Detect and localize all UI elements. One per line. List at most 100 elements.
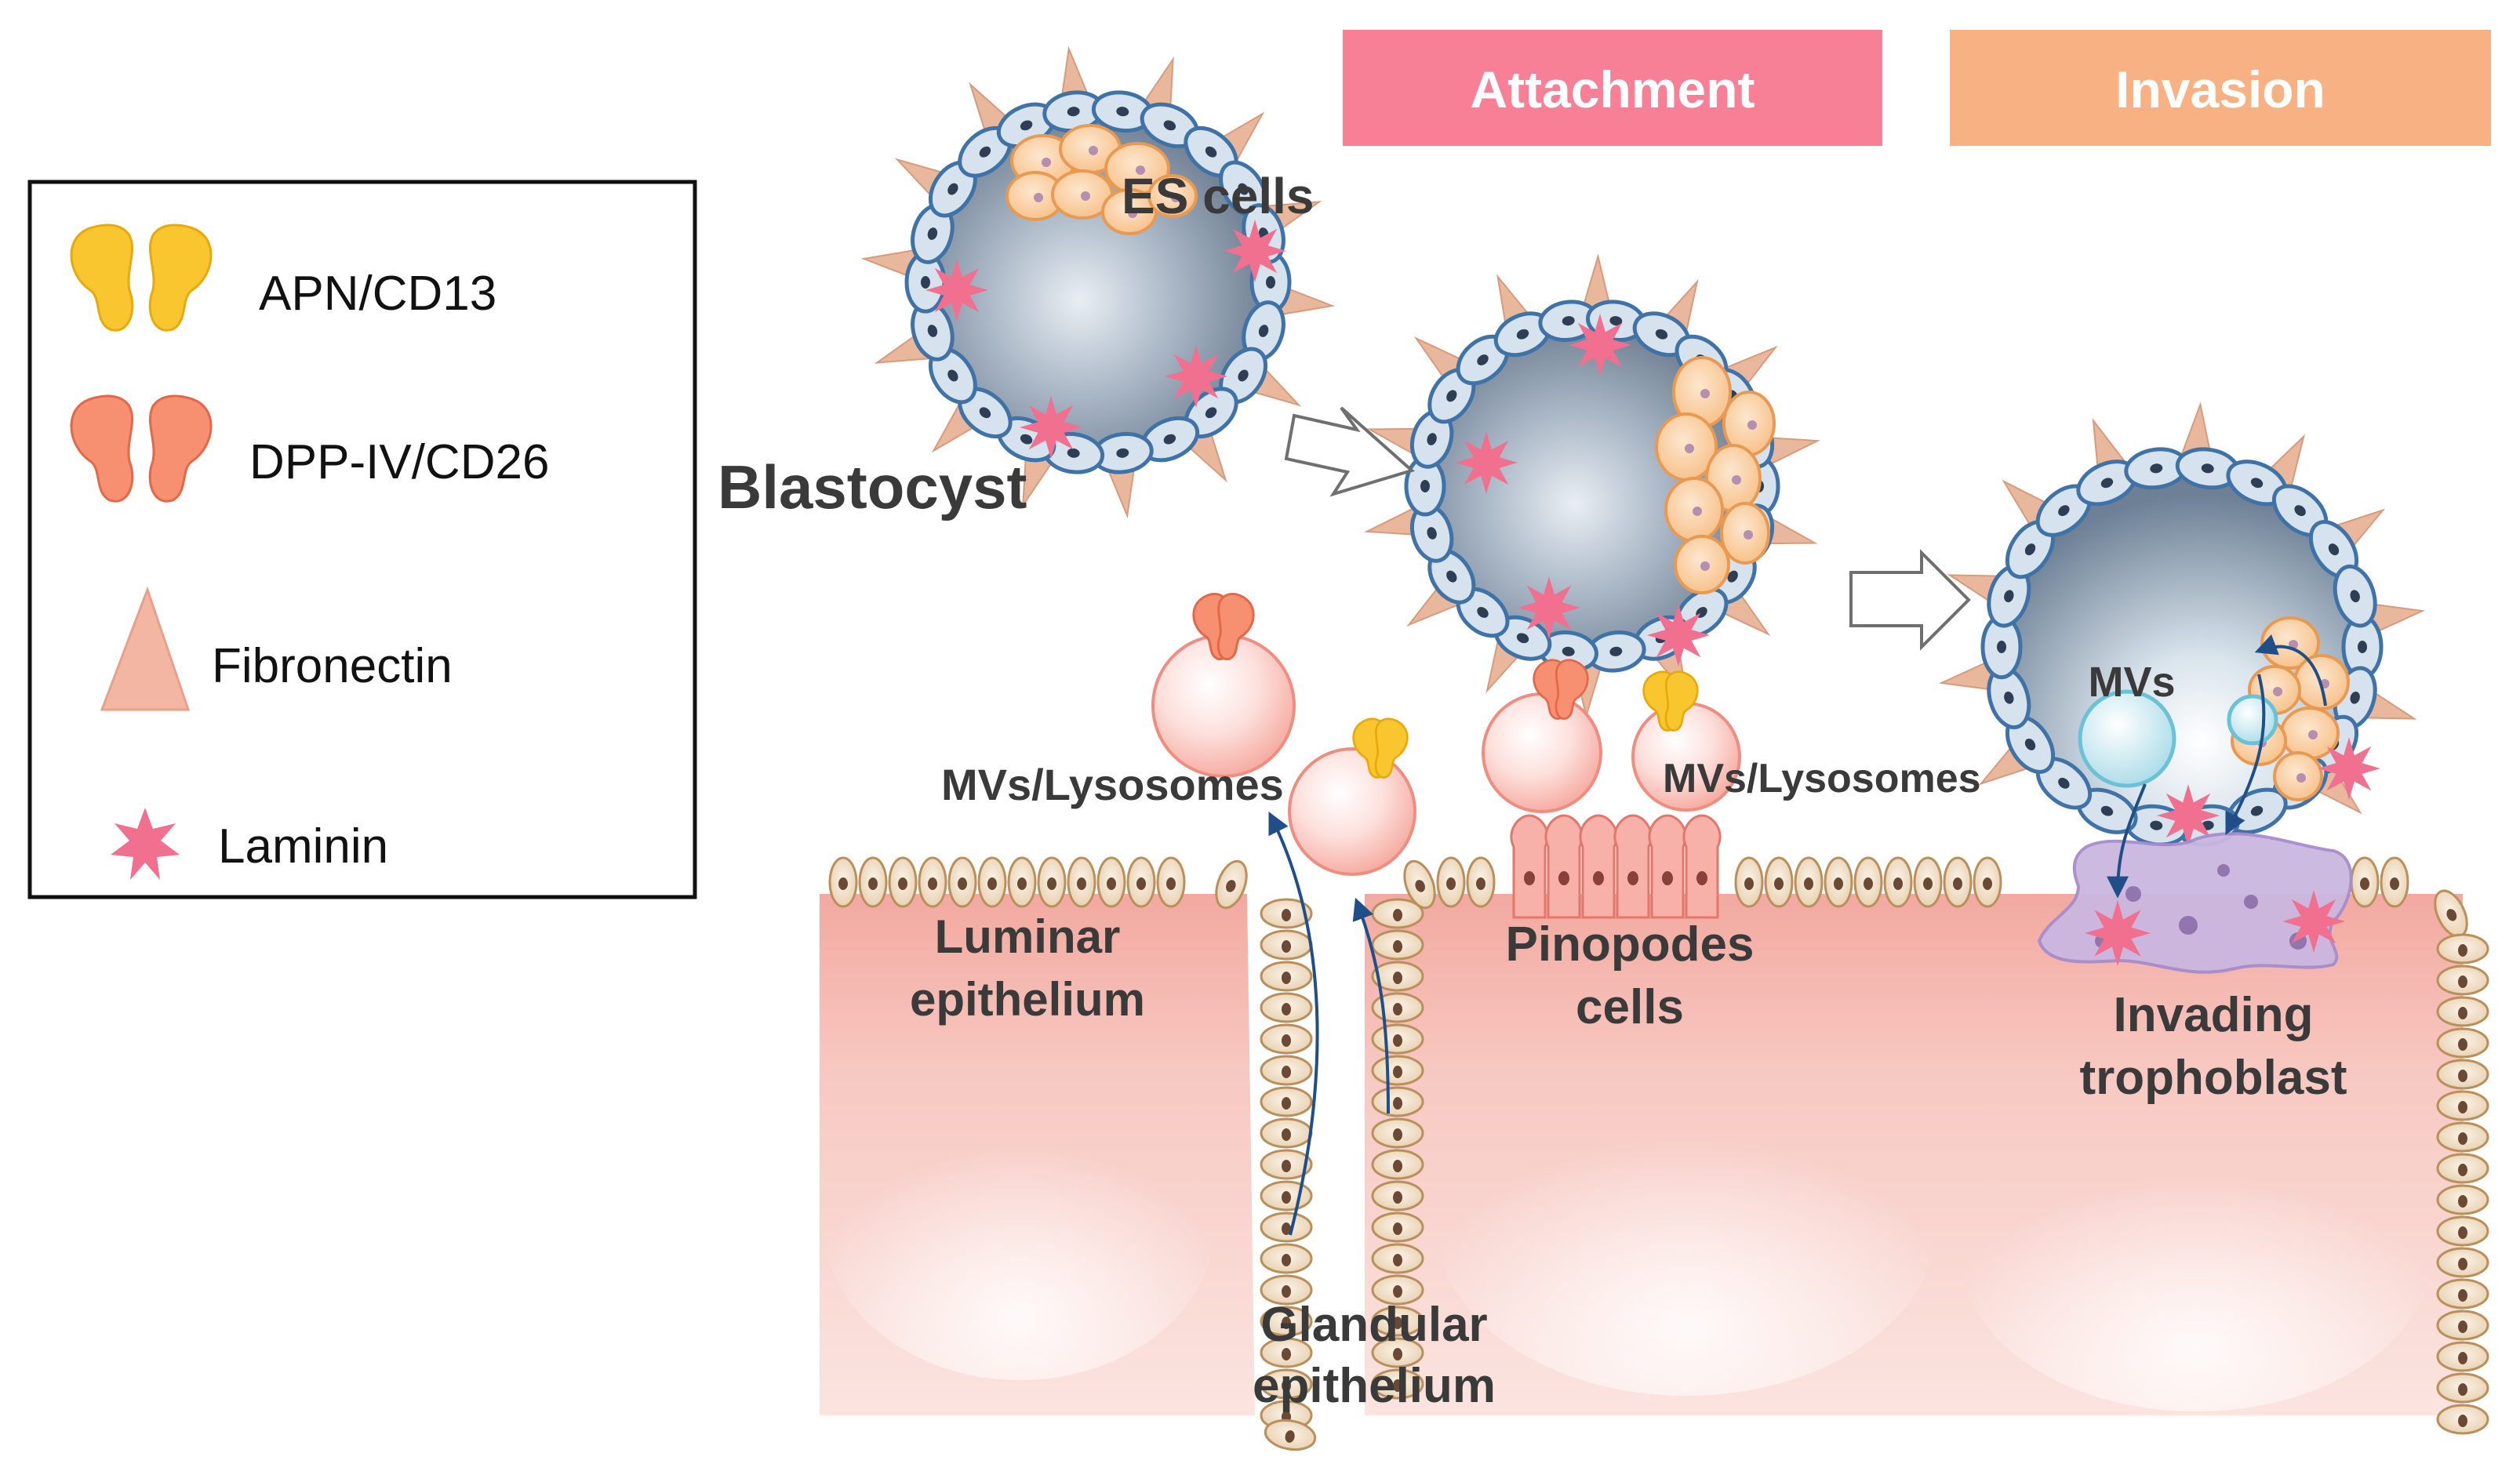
legend-label-apn: APN/CD13 <box>259 267 496 321</box>
epithelial-cell <box>1096 856 1126 908</box>
blastocyst-attaching <box>1363 253 1821 719</box>
laminin-star <box>925 259 988 321</box>
pinopode-cell <box>1682 814 1722 919</box>
legend-label-laminin: Laminin <box>218 819 388 874</box>
epithelial-cell <box>1260 1337 1313 1368</box>
es-cell <box>1147 174 1198 218</box>
epithelial-cell <box>1371 1055 1424 1086</box>
epithelial-cell <box>2436 1310 2489 1341</box>
laminin-star <box>2085 900 2151 966</box>
vesicle-attach-left <box>1482 692 1602 813</box>
epithelial-cell <box>1260 929 1313 961</box>
epithelial-cell <box>2436 1278 2489 1310</box>
epithelial-cell <box>1371 1337 1424 1368</box>
epithelial-cell <box>1371 1243 1424 1274</box>
epithelial-cell <box>2436 1341 2489 1372</box>
pinopodes-label-1: Pinopodes <box>1506 917 1755 972</box>
pinopodes-label-2: cells <box>1576 980 1684 1034</box>
receptor-pair <box>1533 659 1589 720</box>
epithelial-cell <box>2436 1247 2489 1278</box>
trophectoderm-cell <box>2005 714 2056 774</box>
epithelial-cell <box>1371 929 1424 961</box>
trophectoderm-cell <box>928 160 977 218</box>
trophectoderm-cell <box>2005 520 2056 579</box>
epithelial-cell <box>1260 1212 1313 1243</box>
glandular-label-1: Glandular <box>1260 1298 1487 1352</box>
epithelial-cell <box>2436 1184 2489 1215</box>
invasion-header: Invasion <box>1950 30 2491 146</box>
es-cell <box>2273 751 2323 801</box>
es-cell <box>1720 502 1770 565</box>
epithelial-cell <box>1260 961 1313 992</box>
epithelial-cell <box>1371 1274 1424 1306</box>
es-cell <box>1674 535 1730 594</box>
laminin-star <box>2318 737 2380 800</box>
epithelial-cell <box>1260 1117 1313 1149</box>
laminin-icon <box>111 808 180 880</box>
epithelial-cell <box>1371 1117 1424 1149</box>
trophectoderm-cell <box>2333 564 2377 628</box>
trophectoderm-cell <box>1091 90 1154 133</box>
endometrium-tissue <box>820 894 2463 1415</box>
epithelial-cell <box>1260 898 1313 929</box>
epithelial-cell <box>1764 856 1794 908</box>
epithelial-cell <box>1943 856 1973 908</box>
epithelial-cell <box>1126 856 1156 908</box>
epithelial-cell <box>2436 1215 2489 1247</box>
epithelial-cell <box>2436 1027 2489 1059</box>
laminin-star <box>1020 396 1082 459</box>
trophectoderm-cell <box>2076 787 2138 834</box>
mv-small <box>2227 694 2278 746</box>
arrow-gland-to-vesicle-1 <box>1268 811 1319 1236</box>
receptor-pair <box>1192 593 1255 660</box>
laminin-star <box>1518 576 1580 639</box>
epithelial-cell <box>1260 1274 1313 1306</box>
dpp-iv-cd26-icon <box>70 394 213 503</box>
pinopodes-cells-group <box>1510 814 1722 919</box>
es-cell <box>1664 477 1724 543</box>
luminar-label-1: Luminar <box>935 910 1121 963</box>
trophectoderm-cell <box>1042 431 1105 474</box>
vesicle-left-lower <box>1288 747 1416 876</box>
epithelial-cell <box>1436 856 1466 908</box>
invasion-label: Invasion <box>2115 60 2325 118</box>
epithelial-cell <box>1260 1023 1313 1055</box>
epithelial-cell <box>888 856 918 908</box>
receptor-pair <box>1352 717 1409 779</box>
epithelial-cell <box>1371 1212 1424 1243</box>
epithelial-cell <box>1260 1306 1313 1337</box>
epithelial-cell <box>947 856 977 908</box>
glandular-label-2: epithelium <box>1253 1359 1496 1413</box>
mvs-label: MVs <box>2088 659 2175 706</box>
epithelium-cells <box>828 856 2489 1451</box>
epithelial-cell <box>858 856 888 908</box>
blastocyst-invading <box>1938 401 2426 847</box>
epithelial-cell <box>1913 856 1943 908</box>
laminin-star <box>1569 314 1631 376</box>
blastocyst-free <box>860 45 1336 519</box>
trophectoderm-cell <box>1242 300 1285 361</box>
epithelial-cell <box>1824 856 1853 908</box>
epithelial-cell <box>2436 996 2489 1027</box>
epithelial-cell <box>2436 1153 2489 1184</box>
legend-label-dpp: DPP-IV/CD26 <box>249 435 549 489</box>
laminin-star <box>1165 345 1227 408</box>
epithelial-cell <box>1037 856 1067 908</box>
receptor-pair <box>1642 670 1699 732</box>
mvs-lysosomes-right-label: MVs/Lysosomes <box>1663 756 1981 801</box>
attachment-label: Attachment <box>1470 60 1755 118</box>
epithelial-cell <box>1371 1023 1424 1055</box>
legend-label-fibronectin: Fibronectin <box>212 639 453 693</box>
epithelial-cell <box>1371 1149 1424 1180</box>
epithelial-cell <box>1371 961 1424 992</box>
epithelial-cell <box>2436 964 2489 996</box>
stage-arrow-2 <box>1849 549 1971 651</box>
pinopode-cell <box>1579 814 1618 919</box>
epithelial-cell <box>1260 1180 1313 1212</box>
laminin-star <box>2282 890 2345 953</box>
pinopode-cell <box>1510 814 1549 919</box>
arrow-gland-to-vesicle-2 <box>1352 897 1390 1114</box>
epithelial-cell <box>1403 859 1436 910</box>
transport-arrows <box>1268 634 2327 1236</box>
